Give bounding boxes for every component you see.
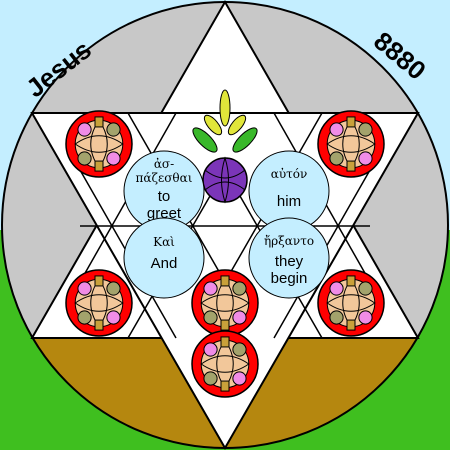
rose-window-icon	[317, 110, 385, 178]
word-circle-and: Καὶ And	[123, 217, 205, 299]
greek-word: ἀσ-	[154, 157, 174, 171]
greek-word: ἤρξαντο	[264, 234, 314, 248]
rose-window-icon	[65, 110, 133, 178]
greek-word: αὐτόν	[271, 167, 308, 181]
english-word: And	[151, 255, 178, 272]
rose-window-icon	[317, 269, 385, 337]
english-word-line2: greet	[147, 205, 182, 222]
greek-word: Καὶ	[153, 235, 175, 249]
rose-window-icon	[191, 330, 259, 398]
word-circle-to-greet: ἀσ- πάζεσθαι to greet	[123, 150, 205, 232]
central-lily-icon	[192, 89, 258, 204]
rose-window-icon	[65, 269, 133, 337]
english-word-line2: begin	[271, 270, 308, 287]
english-word: to	[158, 188, 171, 205]
english-word: they	[275, 253, 304, 270]
english-word: him	[277, 193, 301, 210]
rose-window-icon	[191, 269, 259, 337]
greek-word-line2: πάζεσθαι	[136, 171, 193, 185]
word-circle-they-begin: ἤρξαντο they begin	[248, 217, 330, 299]
